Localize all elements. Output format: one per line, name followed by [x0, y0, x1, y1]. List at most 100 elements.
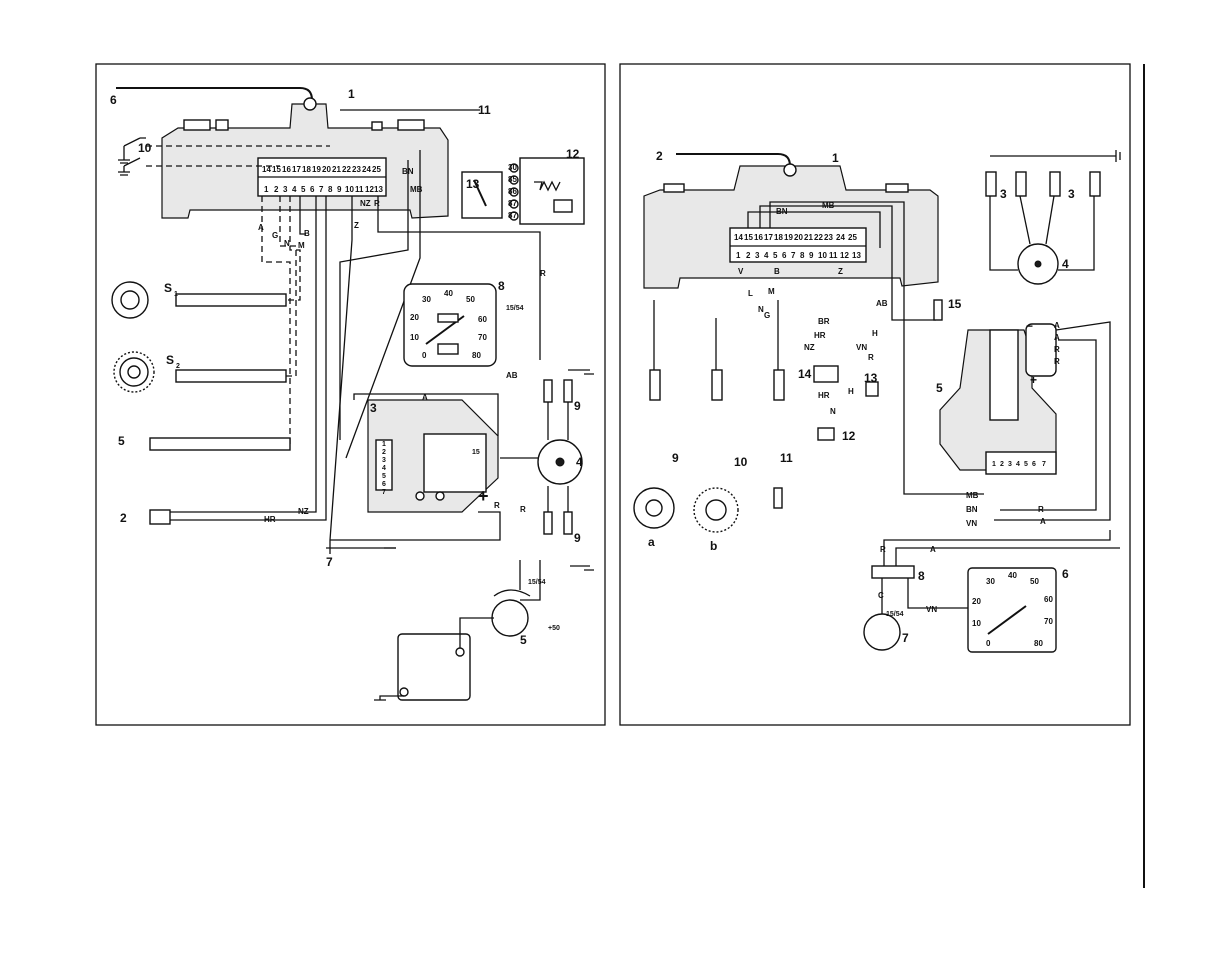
right-pins-top: 14 15 16 17 18 19 20 21 22 23 24 25 — [734, 233, 857, 242]
right-callouts: 1 2 3 3 4 5 6 7 8 9 10 11 12 13 14 15 — [656, 149, 1075, 645]
left-callout: 2 — [120, 511, 127, 525]
svg-text:R: R — [494, 501, 500, 510]
svg-text:21: 21 — [332, 165, 341, 174]
left-callout: 4 — [576, 455, 583, 469]
svg-text:15: 15 — [948, 297, 962, 311]
left-callout: 9 — [574, 399, 581, 413]
svg-text:1: 1 — [264, 185, 269, 194]
svg-text:MB: MB — [822, 201, 835, 210]
left-cable-6 — [116, 87, 313, 110]
svg-text:5: 5 — [382, 473, 386, 480]
battery — [397, 633, 471, 701]
svg-text:1: 1 — [382, 441, 386, 448]
svg-text:G: G — [272, 231, 278, 240]
spark-plug — [563, 379, 573, 403]
left-callout: 11 — [478, 103, 491, 117]
svg-text:R: R — [540, 269, 546, 278]
svg-text:22: 22 — [342, 165, 351, 174]
spark-plug — [543, 511, 553, 535]
right-diagram — [633, 150, 1121, 653]
sensor-2 — [149, 509, 171, 525]
svg-text:7: 7 — [1042, 461, 1046, 468]
svg-text:20: 20 — [410, 313, 419, 322]
right-panel-frame — [619, 63, 1131, 726]
svg-text:B: B — [304, 229, 310, 238]
svg-text:2: 2 — [274, 185, 279, 194]
svg-text:R: R — [1038, 505, 1044, 514]
svg-text:15/54: 15/54 — [506, 305, 524, 312]
svg-text:87: 87 — [508, 199, 517, 208]
svg-text:5: 5 — [773, 251, 778, 260]
svg-text:3: 3 — [1008, 461, 1012, 468]
svg-text:2: 2 — [746, 251, 751, 260]
svg-text:7: 7 — [319, 185, 324, 194]
left-wire-labels: A G N M B Z NZ R BN MB AB A R R NZ HR R — [258, 167, 546, 524]
svg-text:3: 3 — [1068, 187, 1075, 201]
svg-text:2: 2 — [1000, 461, 1004, 468]
svg-text:L: L — [748, 289, 753, 298]
svg-text:50: 50 — [1030, 577, 1039, 586]
left-callout: 5 — [118, 434, 125, 448]
svg-text:18: 18 — [774, 233, 783, 242]
svg-text:R: R — [868, 353, 874, 362]
svg-text:9: 9 — [672, 451, 679, 465]
svg-text:−: − — [1026, 319, 1033, 333]
svg-text:24: 24 — [362, 165, 371, 174]
left-pins-top: 14 15 16 17 18 19 20 21 22 23 24 25 — [262, 165, 381, 174]
svg-text:N: N — [758, 305, 764, 314]
left-callout: 3 — [370, 401, 377, 415]
svg-text:A: A — [1054, 321, 1060, 330]
sensor-label: S — [164, 281, 172, 295]
ignition-switch-5 — [491, 599, 529, 637]
svg-text:0: 0 — [422, 351, 427, 360]
svg-text:B: B — [774, 267, 780, 276]
svg-text:16: 16 — [754, 233, 763, 242]
svg-text:19: 19 — [312, 165, 321, 174]
svg-text:M: M — [298, 241, 305, 250]
svg-text:86: 86 — [508, 187, 517, 196]
left-callout: 5 — [520, 633, 527, 647]
svg-text:G: G — [764, 311, 770, 320]
sensor-11 — [773, 487, 783, 509]
svg-text:11: 11 — [780, 451, 793, 465]
left-callout: 7 — [326, 555, 333, 569]
svg-text:BN: BN — [402, 167, 414, 176]
svg-text:3: 3 — [382, 457, 386, 464]
component-12 — [817, 427, 835, 441]
svg-text:14: 14 — [262, 165, 271, 174]
right-gauge-ticks: 0 10 20 30 40 50 60 70 80 — [972, 571, 1053, 648]
svg-text:6: 6 — [310, 185, 315, 194]
svg-text:A: A — [258, 223, 264, 232]
svg-text:17: 17 — [292, 165, 301, 174]
svg-text:25: 25 — [848, 233, 857, 242]
svg-text:6: 6 — [382, 481, 386, 488]
svg-text:10: 10 — [410, 333, 419, 342]
svg-text:3: 3 — [755, 251, 760, 260]
svg-text:18: 18 — [302, 165, 311, 174]
svg-text:12: 12 — [840, 251, 849, 260]
svg-text:6: 6 — [782, 251, 787, 260]
svg-text:80: 80 — [1034, 639, 1043, 648]
component-15 — [933, 299, 943, 321]
svg-text:R: R — [1054, 345, 1060, 354]
svg-text:15: 15 — [472, 449, 480, 456]
svg-text:A: A — [930, 545, 936, 554]
svg-text:40: 40 — [444, 289, 453, 298]
svg-text:HR: HR — [818, 391, 830, 400]
svg-text:22: 22 — [814, 233, 823, 242]
left-callout: 9 — [574, 531, 581, 545]
svg-text:30: 30 — [422, 295, 431, 304]
svg-text:12: 12 — [365, 185, 374, 194]
svg-text:50: 50 — [466, 295, 475, 304]
svg-text:14: 14 — [798, 367, 812, 381]
svg-text:AB: AB — [876, 299, 888, 308]
left-gauge-8 — [403, 283, 497, 367]
svg-text:30: 30 — [986, 577, 995, 586]
svg-text:N: N — [830, 407, 836, 416]
spark-plug — [1015, 171, 1027, 197]
svg-text:VN: VN — [926, 605, 937, 614]
left-callout: 10 — [138, 141, 152, 155]
sensor-label: 1 — [174, 291, 178, 298]
svg-text:+: + — [478, 486, 489, 506]
svg-text:4: 4 — [1062, 257, 1069, 271]
